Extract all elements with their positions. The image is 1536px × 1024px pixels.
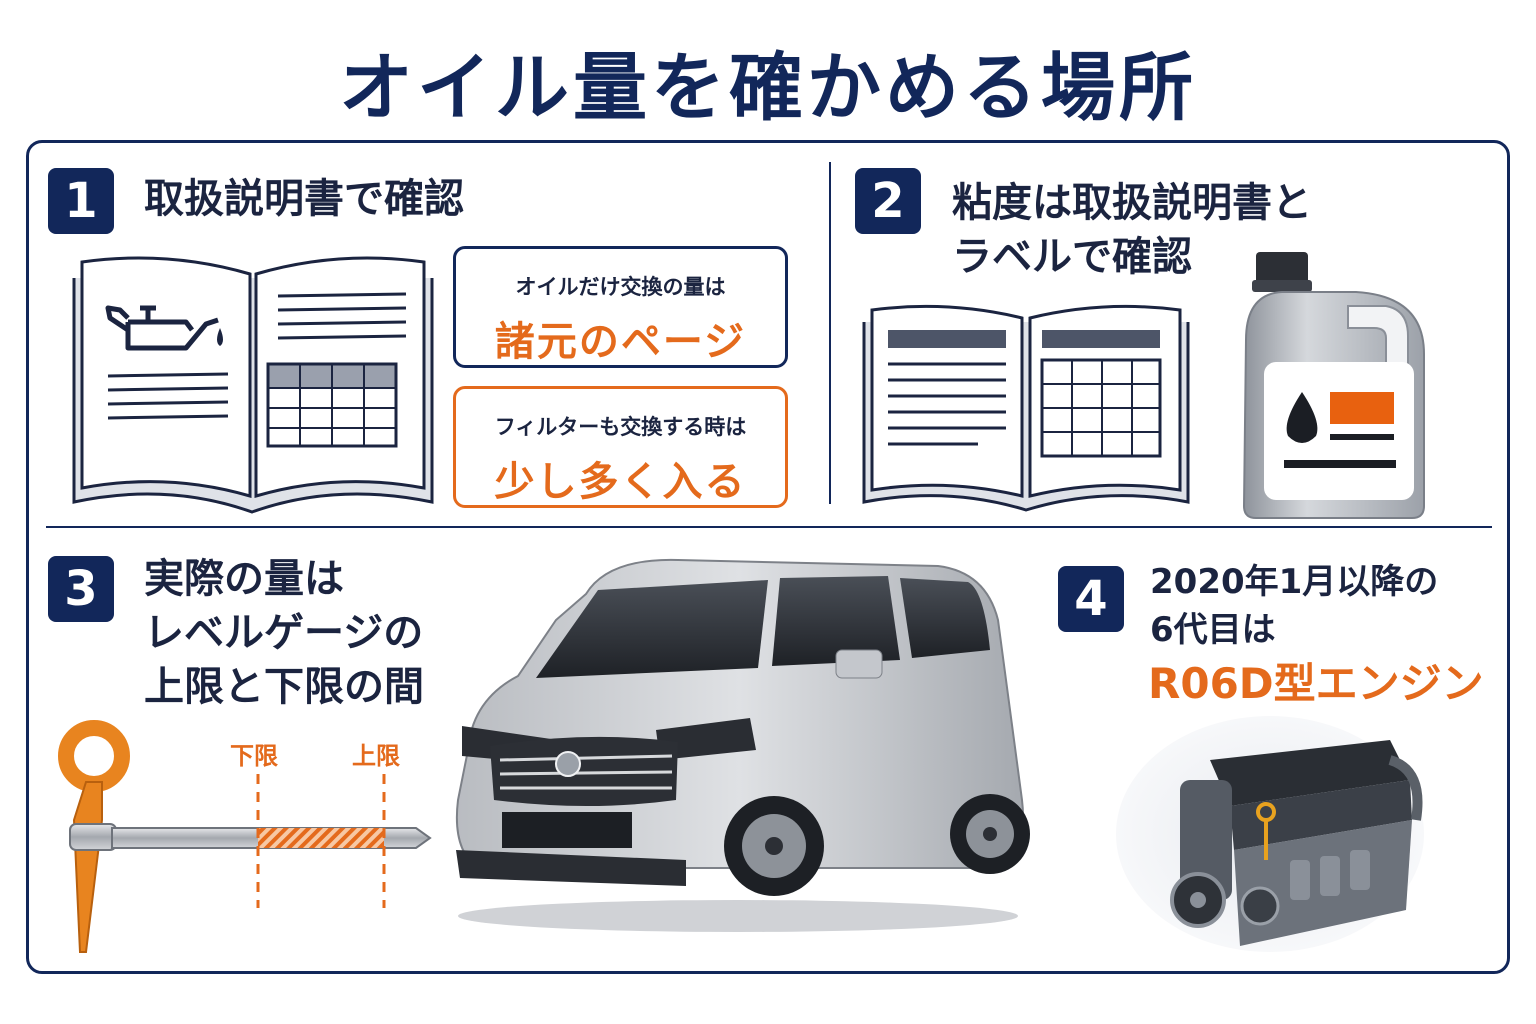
section-3-heading: 実際の量は レベルゲージの 上限と下限の間: [144, 556, 424, 710]
dipstick-lower-label: 下限: [230, 742, 278, 770]
horizontal-divider: [46, 526, 1492, 528]
info-box-oil-only-text: オイルだけ交換の量は: [515, 275, 726, 299]
info-box-oil-only: オイルだけ交換の量は 諸元のページ: [453, 246, 788, 368]
section-1-heading: 取扱説明書で確認: [144, 176, 464, 222]
page-title: オイル量を確かめる場所: [339, 45, 1197, 131]
section-1-number: 1: [48, 168, 114, 234]
info-box-oil-only-emphasis: 諸元のページ: [494, 319, 747, 365]
section-4-heading-line2: 6代目は: [1150, 610, 1276, 650]
open-manual-icon: [862, 304, 1190, 512]
section-4-number: 4: [1058, 566, 1124, 632]
dipstick-upper-label: 上限: [352, 742, 400, 770]
info-box-with-filter-emphasis: 少し多く入る: [494, 459, 747, 505]
engine-illustration: [1116, 716, 1424, 952]
section-2-heading: 粘度は取扱説明書と ラベルで確認: [952, 180, 1312, 280]
section-3-number: 3: [48, 556, 114, 622]
vertical-divider: [829, 162, 831, 504]
section-2-number: 2: [855, 168, 921, 234]
engine-name: R06D型エンジン: [1148, 659, 1484, 708]
oil-bottle-icon: [1242, 252, 1425, 519]
info-box-with-filter-text: フィルターも交換する時は: [494, 415, 747, 439]
section-4-heading-line1: 2020年1月以降の: [1150, 562, 1439, 602]
info-box-with-filter: フィルターも交換する時は 少し多く入る: [453, 386, 788, 508]
open-manual-icon: [72, 256, 434, 514]
dipstick-icon: [58, 720, 432, 953]
content-frame: [26, 140, 1510, 974]
oil-can-icon: [105, 305, 219, 351]
car-illustration: [455, 558, 1030, 932]
